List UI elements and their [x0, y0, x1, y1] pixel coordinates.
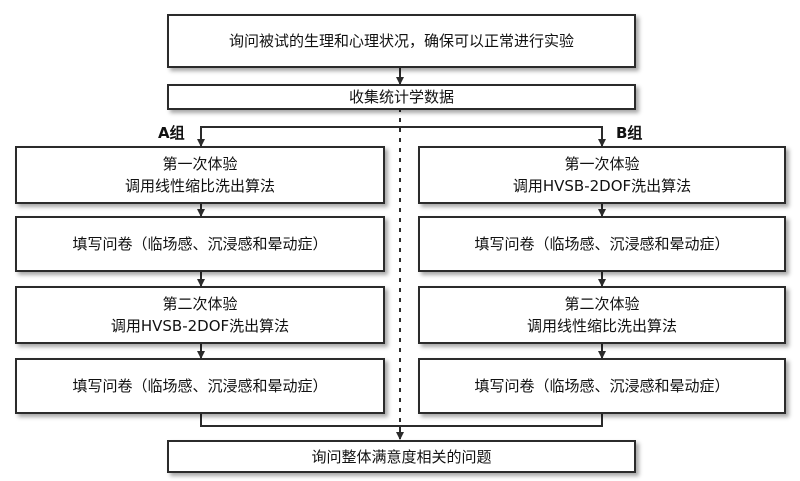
- split-connector: [200, 126, 603, 145]
- group-b-experience-1: 第一次体验 调用HVSB-2DOF洗出算法: [418, 146, 786, 204]
- survey-text: 填写问卷（临场感、沉浸感和晕动症）: [72, 235, 328, 253]
- instruction-text: 询问被试的生理和心理状况，确保可以正常进行实验: [228, 32, 574, 50]
- survey-text: 填写问卷（临场感、沉浸感和晕动症）: [474, 235, 730, 253]
- collect-data-text: 收集统计学数据: [348, 88, 454, 106]
- algorithm-text: 调用线性缩比洗出算法: [124, 177, 275, 195]
- group-a-survey-1: 填写问卷（临场感、沉浸感和晕动症）: [15, 216, 385, 272]
- experience-title: 第二次体验: [564, 295, 640, 313]
- survey-text: 填写问卷（临场感、沉浸感和晕动症）: [72, 377, 328, 395]
- survey-text: 填写问卷（临场感、沉浸感和晕动症）: [474, 377, 730, 395]
- group-b-survey-2: 填写问卷（临场感、沉浸感和晕动症）: [418, 358, 786, 414]
- instruction-box: 询问被试的生理和心理状况，确保可以正常进行实验: [167, 14, 636, 68]
- algorithm-text: 调用HVSB-2DOF洗出算法: [110, 317, 290, 335]
- group-a-survey-2: 填写问卷（临场感、沉浸感和晕动症）: [15, 358, 385, 414]
- final-question-text: 询问整体满意度相关的问题: [311, 447, 492, 466]
- group-a-label: A组: [158, 124, 185, 142]
- group-b-survey-1: 填写问卷（临场感、沉浸感和晕动症）: [418, 216, 786, 272]
- group-b-label: B组: [616, 124, 643, 142]
- algorithm-text: 调用HVSB-2DOF洗出算法: [512, 177, 692, 195]
- experience-title: 第一次体验: [564, 155, 640, 173]
- group-b-experience-2: 第二次体验 调用线性缩比洗出算法: [418, 286, 786, 344]
- final-question-box: 询问整体满意度相关的问题: [167, 440, 636, 473]
- experience-title: 第一次体验: [162, 155, 238, 173]
- group-a-experience-2: 第二次体验 调用HVSB-2DOF洗出算法: [15, 286, 385, 344]
- collect-data-box: 收集统计学数据: [167, 84, 636, 110]
- algorithm-text: 调用线性缩比洗出算法: [526, 317, 677, 335]
- group-a-experience-1: 第一次体验 调用线性缩比洗出算法: [15, 146, 385, 204]
- merge-connector: [200, 414, 603, 427]
- experience-title: 第二次体验: [162, 295, 238, 313]
